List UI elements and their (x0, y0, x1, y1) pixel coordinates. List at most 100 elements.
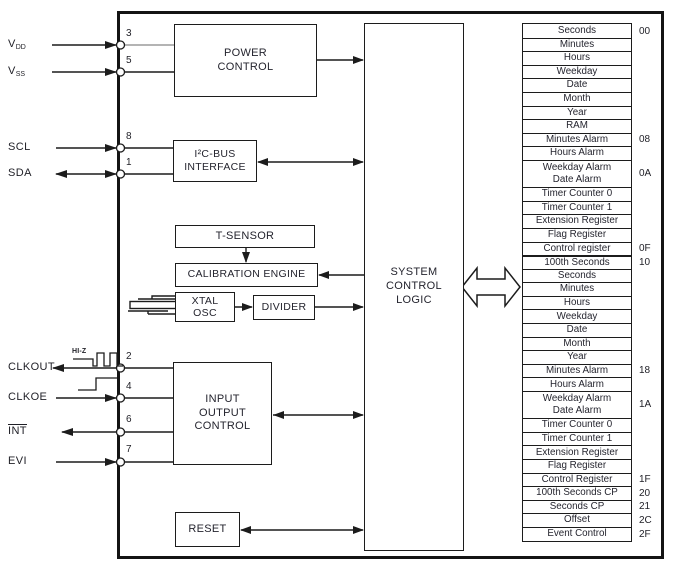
register-address: 21 (639, 501, 651, 513)
register-row: Minutes Alarm (523, 363, 631, 378)
pin-number-6: 6 (126, 414, 132, 425)
register-row: Seconds CP (523, 499, 631, 514)
register-name: Date (566, 79, 588, 91)
pin-label-sda: SDA (8, 167, 32, 179)
register-address (639, 351, 663, 365)
register-row: Control Register (523, 472, 631, 487)
register-row: Month (523, 336, 631, 351)
register-row: Extension Register (523, 445, 631, 459)
register-address: 2C (639, 514, 652, 526)
register-address (639, 106, 663, 120)
clkoe-arrowhead (105, 394, 117, 402)
calibration-engine-block: CALIBRATION ENGINE (175, 263, 318, 287)
pin-number-2: 2 (126, 351, 132, 362)
register-row: RAM (523, 119, 631, 133)
register-name: Control Register (541, 473, 613, 485)
vss-arrowhead (105, 68, 117, 76)
pin-label-evi: EVI (8, 455, 27, 467)
block-label: CONTROL (217, 60, 274, 73)
register-row: Hours Alarm (523, 377, 631, 391)
register-row: Event Control (523, 526, 631, 541)
system-control-logic-block: SYSTEM CONTROL LOGIC (364, 23, 464, 551)
register-address: 20 (639, 487, 651, 499)
register-address (639, 283, 663, 297)
register-row: Flag Register (523, 459, 631, 473)
clkout-arrowhead (52, 364, 64, 372)
register-address (639, 337, 663, 351)
register-name: Date Alarm (552, 174, 602, 186)
register-address (639, 446, 663, 460)
register-name: Extension Register (535, 215, 619, 227)
register-row: Timer Counter 0 (523, 418, 631, 432)
block-label: CALIBRATION ENGINE (187, 268, 306, 281)
register-name: 100th Seconds CP (536, 487, 618, 499)
pin-number-5: 5 (126, 55, 132, 66)
scl-arrowhead (105, 144, 117, 152)
register-row: Date (523, 323, 631, 337)
register-name: Flag Register (547, 460, 607, 472)
register-row: Timer Counter 1 (523, 200, 631, 215)
power-scl-arrowhead (353, 56, 364, 64)
pin3-circle (115, 40, 126, 50)
pin2-circle (115, 363, 126, 373)
register-address (639, 419, 663, 433)
pin-label-vss: VSS (8, 65, 25, 78)
register-address (639, 432, 663, 446)
pin-number-1: 1 (126, 157, 132, 168)
pin-label-text: EVI (8, 455, 27, 467)
register-address (639, 296, 663, 310)
register-row: Year (523, 105, 631, 120)
register-name: Seconds (557, 24, 597, 36)
register-address (639, 119, 663, 133)
register-address (639, 201, 663, 215)
block-label: POWER (223, 46, 268, 59)
hiz-annotation: HI-Z (72, 348, 87, 355)
register-address: 08 (639, 134, 651, 146)
block-label: INPUT (205, 392, 240, 405)
register-name: Event Control (547, 528, 607, 540)
register-row: Hours (523, 295, 631, 310)
pin-label-vdd: VDD (8, 38, 26, 51)
divider-scl-arrowhead (353, 303, 364, 311)
pin-label-int: INT (8, 424, 27, 437)
pin-label-text: V (8, 65, 16, 77)
register-address (639, 147, 663, 161)
pin-label-subscript: SS (15, 71, 26, 78)
tsensor-down-arrowhead (242, 252, 250, 263)
pin-number-4: 4 (126, 381, 132, 392)
register-row: Year (523, 350, 631, 364)
register-address: 0F (639, 243, 651, 255)
register-name: 100th Seconds (544, 256, 610, 268)
register-address (639, 459, 663, 473)
register-name: Extension Register (535, 446, 619, 458)
block-label: DIVIDER (261, 300, 307, 313)
register-name: Minutes Alarm (545, 364, 609, 376)
block-label: OUTPUT (198, 406, 247, 419)
input-output-control-block: INPUT OUTPUT CONTROL (173, 362, 272, 465)
pin-number-7: 7 (126, 444, 132, 455)
register-name: Timer Counter 0 (541, 419, 613, 431)
register-address (639, 323, 663, 337)
register-address: 00 (639, 25, 651, 37)
register-row: Flag Register (523, 227, 631, 242)
register-address (639, 79, 663, 93)
register-name: Timer Counter 0 (541, 188, 613, 200)
pin-number-3: 3 (126, 28, 132, 39)
register-address: 10 (639, 256, 651, 268)
register-row: Seconds (523, 24, 631, 38)
register-name: Seconds CP (549, 500, 605, 512)
register-row: Weekday (523, 309, 631, 323)
register-name: Date (566, 324, 588, 336)
register-name: Weekday Alarm (542, 162, 612, 174)
pin-label-text: SDA (8, 167, 32, 179)
register-row: Minutes Alarm (523, 132, 631, 147)
power-control-block: POWER CONTROL (174, 24, 317, 97)
pin-label-clkout: CLKOUT (8, 361, 55, 373)
register-name: Timer Counter 1 (541, 201, 613, 213)
register-name: Timer Counter 1 (541, 432, 613, 444)
register-name: Date Alarm (552, 405, 602, 417)
